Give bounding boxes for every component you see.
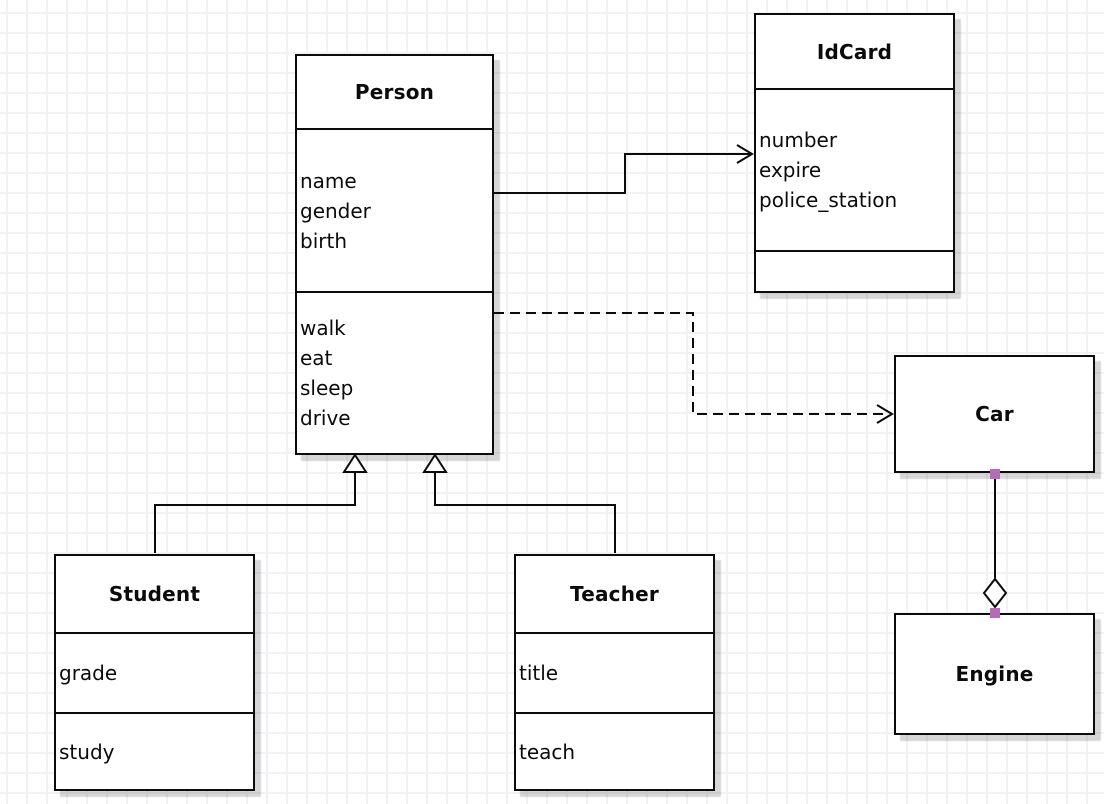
class-teacher-methods: teach xyxy=(516,714,713,789)
class-student[interactable]: Student grade study xyxy=(54,554,255,791)
class-idcard-methods-empty xyxy=(756,252,953,291)
class-idcard[interactable]: IdCard number expire police_station xyxy=(754,13,955,293)
class-person-title: Person xyxy=(297,56,492,130)
class-car-title: Car xyxy=(975,402,1014,426)
class-student-attributes: grade xyxy=(56,634,253,714)
attribute: number xyxy=(759,128,838,152)
class-person-attributes: name gender birth xyxy=(297,130,492,293)
open-arrowhead xyxy=(876,404,894,424)
hollow-triangle-arrowhead xyxy=(342,453,368,473)
method: walk xyxy=(300,316,346,340)
class-idcard-title: IdCard xyxy=(756,15,953,90)
class-teacher-title: Teacher xyxy=(516,556,713,634)
open-arrowhead xyxy=(736,144,754,164)
class-student-methods: study xyxy=(56,714,253,789)
attribute: police_station xyxy=(759,188,898,212)
hollow-triangle-arrowhead xyxy=(422,453,448,473)
hollow-diamond-arrowhead xyxy=(982,577,1008,609)
aggregation-car-engine[interactable] xyxy=(982,469,1008,618)
method: study xyxy=(59,739,115,764)
method: teach xyxy=(519,739,576,764)
dependency-person-car[interactable] xyxy=(494,312,894,424)
attribute: expire xyxy=(759,158,822,182)
method: drive xyxy=(300,406,351,430)
class-student-title: Student xyxy=(56,556,253,634)
class-car[interactable]: Car xyxy=(894,355,1095,473)
generalization-student-person[interactable] xyxy=(154,453,368,553)
method: sleep xyxy=(300,376,354,400)
class-engine[interactable]: Engine xyxy=(894,613,1095,735)
association-person-idcard[interactable] xyxy=(494,144,754,194)
class-engine-title: Engine xyxy=(955,662,1034,686)
generalization-teacher-person[interactable] xyxy=(422,453,616,553)
class-person[interactable]: Person name gender birth walk eat sleep … xyxy=(295,54,494,455)
class-idcard-attributes: number expire police_station xyxy=(756,90,953,252)
class-person-methods: walk eat sleep drive xyxy=(297,293,492,453)
attribute: birth xyxy=(300,228,347,253)
class-teacher-attributes: title xyxy=(516,634,713,714)
class-teacher[interactable]: Teacher title teach xyxy=(514,554,715,791)
attribute: grade xyxy=(59,661,118,685)
method: eat xyxy=(300,346,333,370)
attribute: gender xyxy=(300,198,371,223)
attribute: title xyxy=(519,661,559,685)
attribute: name xyxy=(300,168,357,193)
